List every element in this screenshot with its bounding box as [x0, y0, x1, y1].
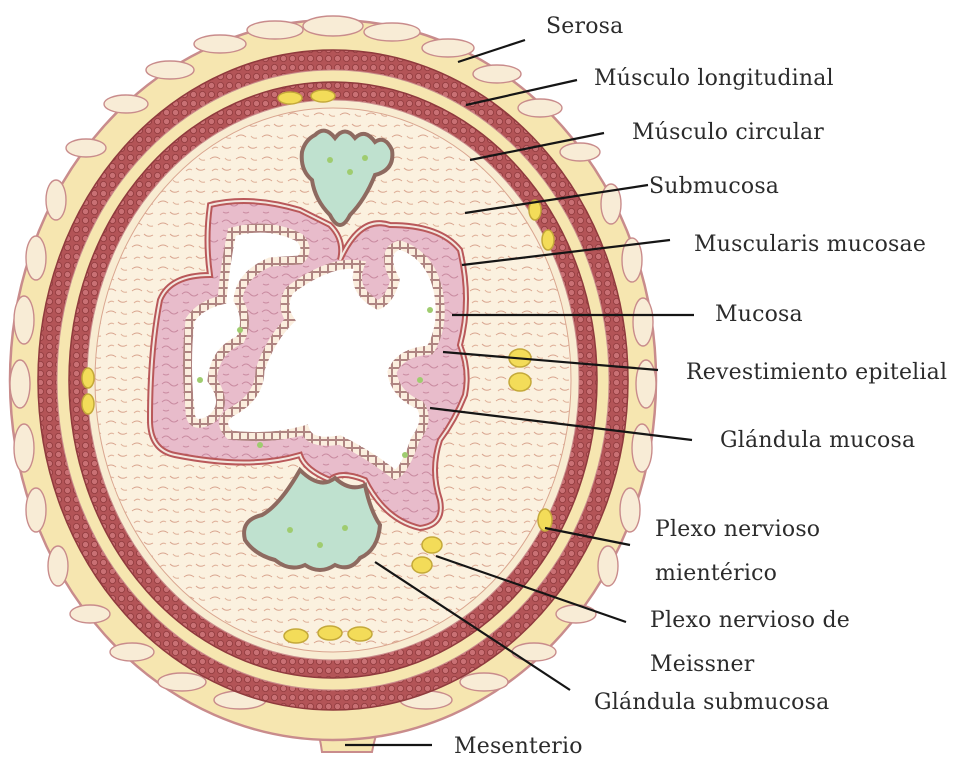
label-mesenterio: Mesenterio	[454, 734, 583, 760]
label-mucosa: Mucosa	[715, 302, 803, 328]
label-submucosa: Submucosa	[649, 174, 779, 200]
label-musculo-longitudinal: Músculo longitudinal	[594, 66, 834, 92]
label-plexo-mienterico: Plexo nervioso mientérico	[655, 508, 885, 596]
label-revestimiento-epitelial: Revestimiento epitelial	[686, 360, 947, 386]
label-glandula-mucosa: Glándula mucosa	[720, 428, 915, 454]
label-glandula-submucosa: Glándula submucosa	[594, 690, 829, 716]
label-serosa: Serosa	[546, 14, 623, 40]
label-musculo-circular: Músculo circular	[632, 120, 824, 146]
label-plexo-meissner: Plexo nervioso de Meissner	[650, 599, 880, 687]
label-muscularis-mucosae: Muscularis mucosae	[694, 232, 926, 258]
